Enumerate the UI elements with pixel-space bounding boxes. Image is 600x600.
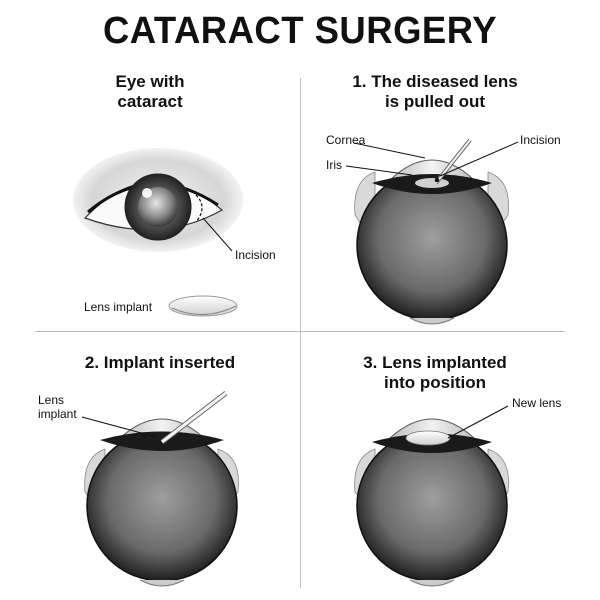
label-incision-eye: Incision <box>235 248 276 262</box>
panel-eye-title-line1: Eye with <box>115 72 185 91</box>
label-incision-step1: Incision <box>520 133 561 147</box>
label-new-lens: New lens <box>512 396 562 410</box>
eyeball-step3 <box>354 405 509 587</box>
panel-step3-title-line1: 3. Lens implanted <box>363 353 507 372</box>
panel-step2-title: 2. Implant inserted <box>84 353 236 372</box>
label-lens-implant-step2-line2: implant <box>38 407 77 421</box>
horizontal-divider <box>35 331 565 332</box>
label-lens-implant-step2-line1: Lens <box>38 393 65 407</box>
vertical-divider <box>300 78 301 588</box>
panel-step3-title-line2: into position <box>384 373 486 392</box>
label-iris: Iris <box>326 158 342 172</box>
eye-illustration <box>73 148 243 252</box>
label-cornea: Cornea <box>326 133 366 147</box>
panel-step1-title: 1. The diseased lens is pulled out <box>325 72 545 112</box>
panel-step1-title-line1: 1. The diseased lens <box>352 72 518 91</box>
lens-implant-illustration <box>168 295 238 317</box>
page-title: CATARACT SURGERY <box>102 10 498 52</box>
eyeball-step2 <box>81 391 239 587</box>
label-lens-implant: Lens implant <box>84 300 153 314</box>
panel-step1-title-line2: is pulled out <box>384 92 486 111</box>
label-lens-implant-step2: Lens implant <box>38 393 77 421</box>
eyeball-step1 <box>345 138 519 325</box>
panel-step3-title: 3. Lens implanted into position <box>325 353 545 393</box>
panel-eye-title-line2: cataract <box>117 92 183 111</box>
panel-eye-title: Eye with cataract <box>80 72 220 112</box>
